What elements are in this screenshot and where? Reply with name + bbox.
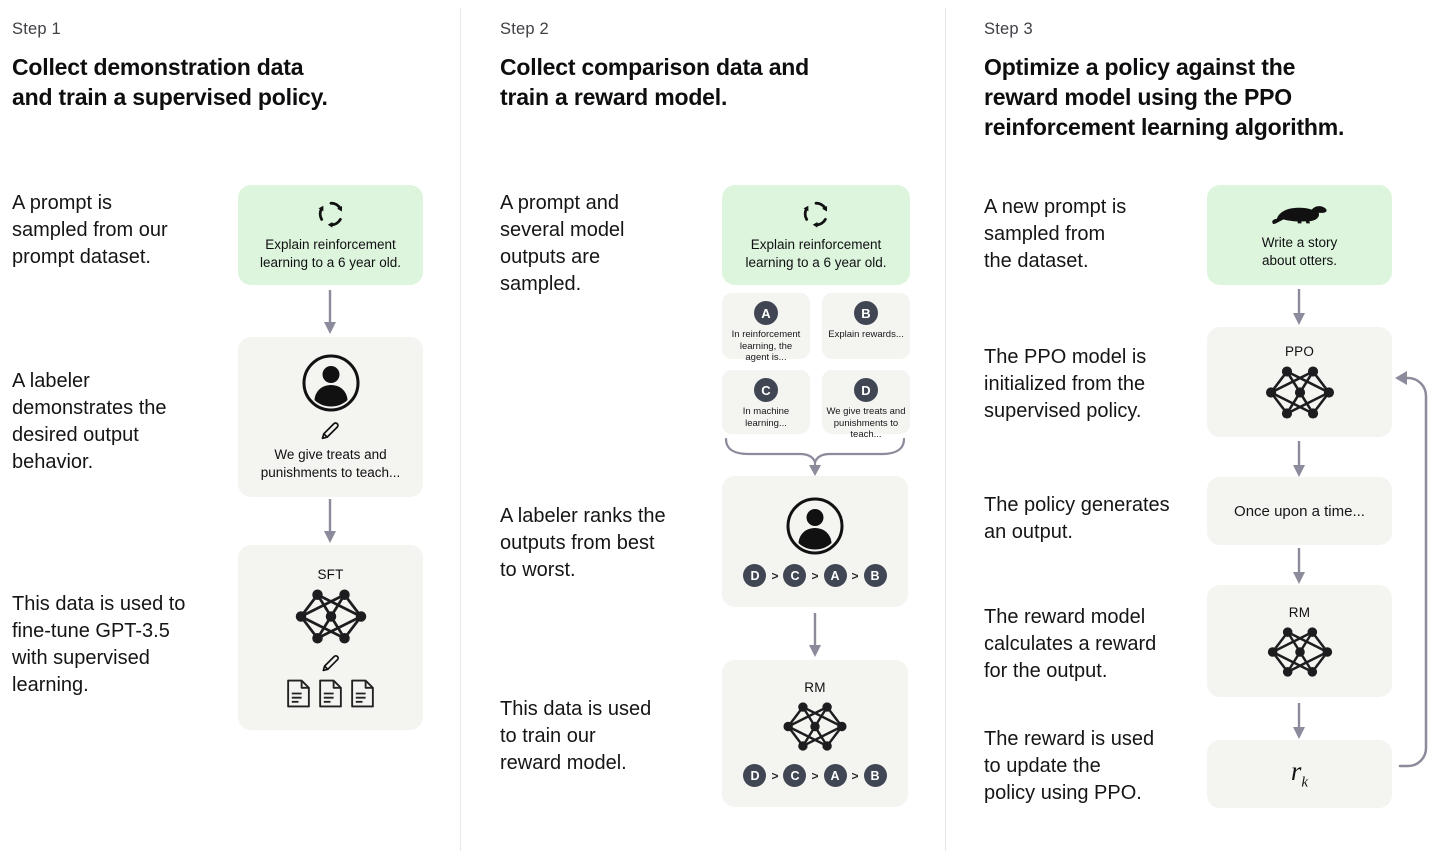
arrow-down-icon (1293, 703, 1305, 739)
cycle-icon (801, 199, 831, 229)
output-text-b: Explain rewards... (828, 329, 904, 340)
step2-label: Step 2 (500, 20, 549, 38)
step2-note-ranks: A labeler ranks the outputs from best to… (500, 505, 666, 581)
pencil-icon (321, 421, 339, 439)
step3-heading: Optimize a policy against the reward mod… (984, 54, 1345, 140)
arrow-down-icon (1293, 548, 1305, 584)
network-icon (782, 701, 848, 752)
output-text-a: In reinforcement learning, the agent is.… (731, 329, 801, 363)
step1-note-labeler: A labeler demonstrates the desired outpu… (12, 370, 167, 473)
step3-rm-box: RM (1207, 585, 1392, 697)
rank-separator: > (851, 768, 859, 783)
step3-output-text: Once upon a time... (1234, 502, 1365, 520)
arrow-down-icon (809, 613, 821, 657)
rank-separator: > (771, 768, 779, 783)
cycle-icon (316, 199, 346, 229)
step1-sft-box: SFT (238, 545, 423, 730)
step1-note-prompt: A prompt is sampled from our prompt data… (12, 192, 168, 268)
arrow-down-icon (324, 290, 336, 334)
step2-labeler-box: D > C > A > B (722, 476, 908, 607)
output-text-c: In machine learning... (742, 406, 790, 429)
rank-badge: B (863, 764, 887, 787)
arrow-down-icon (324, 499, 336, 543)
step3-note-update: The reward is used to update the policy … (984, 728, 1155, 804)
step3-note-calculates: The reward model calculates a reward for… (984, 606, 1157, 682)
step2-rm-box: RM D > C > A > B (722, 660, 908, 807)
person-icon (786, 497, 844, 555)
output-card-c: C In machine learning... (722, 370, 810, 434)
ranking-row: D > C > A > B (743, 564, 887, 587)
step3-note-new-prompt: A new prompt is sampled from the dataset… (984, 196, 1127, 272)
merge-brace-icon (724, 437, 906, 476)
document-icon (287, 679, 310, 708)
step2-heading: Collect comparison data and train a rewa… (500, 54, 809, 110)
arrow-down-icon (1293, 441, 1305, 477)
ranking-row: D > C > A > B (743, 764, 887, 787)
step2-note-sampled: A prompt and several model outputs are s… (500, 192, 625, 295)
network-icon (1266, 625, 1333, 678)
column-divider (460, 8, 461, 851)
otter-icon (1271, 205, 1327, 224)
step3-note-init: The PPO model is initialized from the su… (984, 346, 1147, 422)
step1-demonstration-text: We give treats and punishments to teach.… (260, 446, 401, 480)
step1-label: Step 1 (12, 20, 61, 38)
rank-separator: > (811, 568, 819, 583)
output-text-d: We give treats and punishments to teach.… (826, 406, 906, 440)
documents-row (286, 679, 375, 708)
output-card-a: A In reinforcement learning, the agent i… (722, 293, 810, 363)
step3-prompt-box: Write a story about otters. (1207, 185, 1392, 285)
step3-ppo-box: PPO (1207, 327, 1392, 437)
step1-prompt-text: Explain reinforcement learning to a 6 ye… (259, 236, 402, 270)
step3-reward-box: rk (1207, 740, 1392, 808)
step3-label: Step 3 (984, 20, 1033, 38)
rank-separator: > (811, 768, 819, 783)
output-badge-b: B (854, 301, 878, 325)
step1-prompt-box: Explain reinforcement learning to a 6 ye… (238, 185, 423, 285)
document-icon (351, 679, 374, 708)
step2-prompt-text: Explain reinforcement learning to a 6 ye… (745, 236, 887, 270)
step3-output-box: Once upon a time... (1207, 477, 1392, 545)
step1-labeler-box: We give treats and punishments to teach.… (238, 337, 423, 497)
pencil-icon (321, 654, 339, 672)
person-icon (302, 354, 359, 411)
rank-separator: > (851, 568, 859, 583)
reward-symbol: rk (1290, 756, 1309, 791)
rank-badge: C (783, 564, 807, 587)
rank-badge: C (783, 764, 807, 787)
loop-arrow-icon (1395, 371, 1428, 768)
arrow-down-icon (1293, 289, 1305, 325)
output-card-b: B Explain rewards... (822, 293, 910, 359)
step3-note-generates: The policy generates an output. (984, 494, 1170, 543)
output-badge-c: C (754, 378, 778, 402)
document-icon (319, 679, 342, 708)
rank-badge: A (823, 764, 847, 787)
rank-badge: B (863, 564, 887, 587)
network-icon (1264, 365, 1335, 420)
step2-note-train-rm: This data is used to train our reward mo… (500, 698, 652, 774)
rm-title: RM (804, 680, 826, 695)
step3-prompt-text: Write a story about otters. (1261, 234, 1338, 268)
ppo-title: PPO (1284, 344, 1315, 359)
rank-badge: A (823, 564, 847, 587)
rank-badge: D (743, 764, 767, 787)
column-divider (945, 8, 946, 851)
step1-heading: Collect demonstration data and train a s… (12, 54, 328, 110)
step2-prompt-box: Explain reinforcement learning to a 6 ye… (722, 185, 910, 285)
sft-title: SFT (317, 567, 344, 582)
step1-note-finetune: This data is used to fine-tune GPT-3.5 w… (12, 593, 186, 696)
output-card-d: D We give treats and punishments to teac… (822, 370, 910, 440)
network-icon (293, 588, 368, 645)
rm-title: RM (1288, 604, 1311, 620)
rank-separator: > (771, 568, 779, 583)
output-badge-a: A (754, 301, 778, 325)
rank-badge: D (743, 564, 767, 587)
output-badge-d: D (854, 378, 878, 402)
